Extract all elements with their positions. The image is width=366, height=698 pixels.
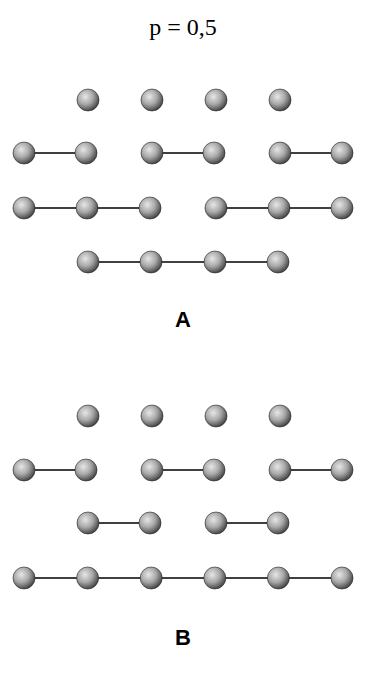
bond-lines xyxy=(24,153,342,578)
site-ball xyxy=(203,459,225,481)
site-ball xyxy=(13,197,35,219)
site-ball xyxy=(205,197,227,219)
site-ball xyxy=(268,197,290,219)
site-ball xyxy=(269,142,291,164)
site-ball xyxy=(205,512,227,534)
site-ball xyxy=(77,405,99,427)
site-ball xyxy=(76,197,98,219)
site-ball xyxy=(77,89,99,111)
diagram-title: p = 0,5 xyxy=(149,14,217,41)
site-ball xyxy=(204,567,226,589)
panel-label: B xyxy=(175,625,191,651)
site-ball xyxy=(13,459,35,481)
site-ball xyxy=(269,459,291,481)
site-ball xyxy=(205,89,227,111)
site-ball xyxy=(331,567,353,589)
site-ball xyxy=(139,197,161,219)
site-ball xyxy=(75,459,97,481)
panel-label: A xyxy=(175,307,191,333)
site-ball xyxy=(331,459,353,481)
site-ball xyxy=(269,89,291,111)
site-ball xyxy=(331,197,353,219)
site-ball xyxy=(141,142,163,164)
site-ball xyxy=(267,512,289,534)
site-ball xyxy=(13,567,35,589)
site-ball xyxy=(140,251,162,273)
site-ball xyxy=(203,142,225,164)
site-ball xyxy=(269,405,291,427)
site-ball xyxy=(13,142,35,164)
site-ball xyxy=(331,142,353,164)
site-ball xyxy=(139,512,161,534)
site-ball xyxy=(141,89,163,111)
site-ball xyxy=(141,405,163,427)
site-ball xyxy=(77,567,99,589)
site-balls xyxy=(13,89,353,589)
site-ball xyxy=(205,405,227,427)
site-ball xyxy=(141,459,163,481)
site-ball xyxy=(75,142,97,164)
site-ball xyxy=(77,251,99,273)
site-ball xyxy=(267,251,289,273)
site-ball xyxy=(204,251,226,273)
site-ball xyxy=(140,567,162,589)
site-ball xyxy=(267,567,289,589)
site-ball xyxy=(77,512,99,534)
